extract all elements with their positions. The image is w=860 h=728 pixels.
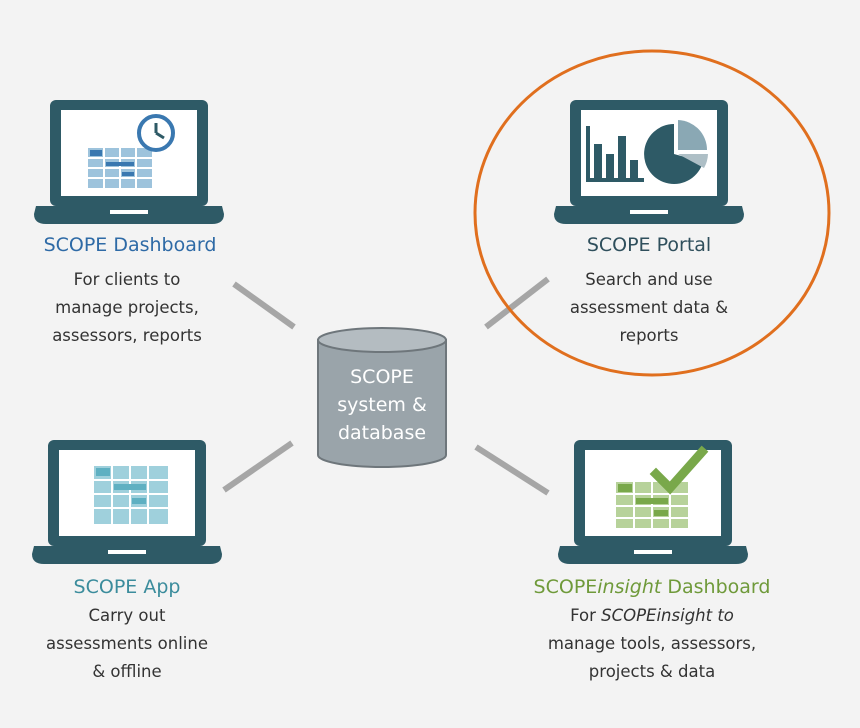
database-label-line2: system & (337, 394, 427, 416)
insight-title-italic: insight (597, 576, 662, 598)
app-title: SCOPE App (73, 576, 181, 598)
dashboard-desc-line1: For clients to (73, 270, 181, 289)
insight-desc-italic: SCOPEinsight to (601, 606, 734, 625)
insight-title: SCOPEinsight Dashboard (504, 576, 800, 598)
highlight-ring (473, 49, 831, 377)
app-desc-line1: Carry out (88, 606, 166, 625)
connector-app (222, 440, 294, 493)
insight-title-prefix: SCOPE (533, 576, 598, 598)
connector-dashboard (232, 281, 296, 330)
insight-desc-prefix: For (570, 606, 602, 625)
portal-desc-line3: reports (619, 326, 679, 345)
laptop-chart-icon (554, 100, 744, 224)
laptop-schedule-clock-icon (34, 100, 224, 224)
insight-desc-line1: For SCOPEinsight to (526, 602, 778, 630)
dashboard-desc-line3: assessors, reports (52, 326, 202, 345)
insight-desc-line3: projects & data (588, 662, 716, 681)
laptop-schedule-checkmark-icon (558, 440, 748, 564)
dashboard-desc-line2: manage projects, (55, 298, 199, 317)
insight-description: For SCOPEinsight to manage tools, assess… (526, 602, 778, 686)
app-description: Carry out assessments online & offline (16, 602, 238, 686)
connector-insight (474, 444, 550, 496)
portal-desc-line1: Search and use (585, 270, 713, 289)
laptop-schedule-icon (32, 440, 222, 564)
database-label-line1: SCOPE (350, 366, 414, 388)
portal-title: SCOPE Portal (586, 234, 712, 256)
database-label-line3: database (337, 422, 427, 444)
dashboard-title: SCOPE Dashboard (43, 234, 217, 256)
portal-desc-line2: assessment data & (569, 298, 729, 317)
portal-description: Search and use assessment data & reports (540, 266, 758, 350)
app-desc-line3: & offline (92, 662, 162, 681)
database-label: SCOPE system & database (318, 363, 446, 447)
insight-desc-line2: manage tools, assessors, (547, 634, 757, 653)
dashboard-description: For clients to manage projects, assessor… (20, 266, 234, 350)
app-desc-line2: assessments online (46, 634, 208, 653)
connector-portal (484, 276, 550, 330)
insight-title-suffix: Dashboard (661, 576, 771, 598)
